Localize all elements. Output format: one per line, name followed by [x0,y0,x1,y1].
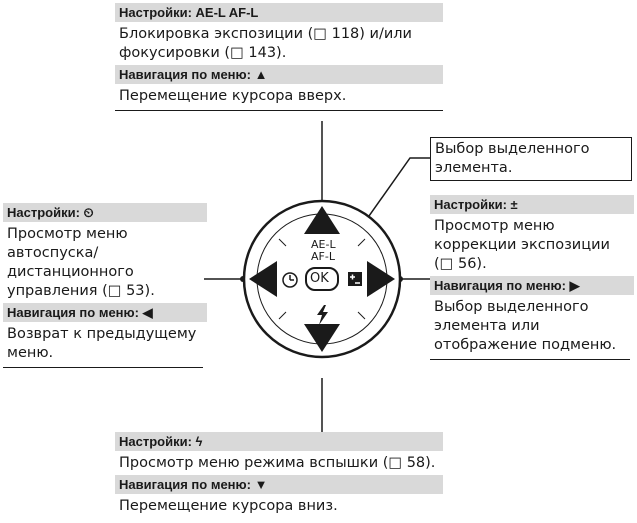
flash-icon [317,305,328,325]
left-settings-header: Настройки: ⏲ [3,203,207,223]
af-l-label: AF-L [311,250,335,263]
top-panel: Настройки: AE-L AF-L Блокировка экспозиц… [115,3,443,111]
top-nav-header: Навигация по меню: ▲ [115,65,443,85]
right-panel: Настройки: ± Просмотр меню коррекции экс… [430,195,634,360]
top-settings-text: Блокировка экспозиции (□ 118) и/или фоку… [119,26,412,61]
left-settings-text: Просмотр меню автоспуска/ дистанционного… [7,226,155,299]
center-callout: Выбор выделенного элемента. [430,137,632,181]
self-timer-icon [282,272,298,288]
bottom-settings-header: Настройки: ϟ [115,432,443,452]
bottom-nav-text: Перемещение курсора вниз. [119,498,338,514]
dial[interactable] [242,199,402,359]
ae-l-label: AE-L [311,238,336,251]
right-settings-header: Настройки: ± [430,195,634,215]
exposure-compensation-icon [348,272,362,286]
bottom-settings-text: Просмотр меню режима вспышки (□ 58). [119,455,436,471]
left-panel: Настройки: ⏲ Просмотр меню автоспуска/ д… [3,203,207,368]
bottom-nav-header: Навигация по меню: ▼ [115,475,443,495]
top-settings-header: Настройки: AE-L AF-L [115,3,443,23]
down-arrow-icon [304,324,340,352]
left-arrow-icon [249,261,277,297]
right-arrow-icon [367,261,395,297]
up-arrow-icon [304,206,340,234]
ok-label: OK [310,271,329,286]
left-nav-header: Навигация по меню: ◀ [3,303,207,323]
right-settings-text: Просмотр меню коррекции экспозиции (□ 56… [434,218,610,272]
center-callout-text: Выбор выделенного элемента. [435,141,590,176]
bottom-panel: Настройки: ϟ Просмотр меню режима вспышк… [115,432,443,516]
ok-button [305,267,339,291]
right-nav-header: Навигация по меню: ▶ [430,276,634,296]
right-nav-text: Выбор выделенного элемента или отображен… [430,296,630,360]
left-nav-text: Возврат к предыдущему меню. [3,323,203,368]
top-nav-text: Перемещение курсора вверх. [115,85,443,111]
